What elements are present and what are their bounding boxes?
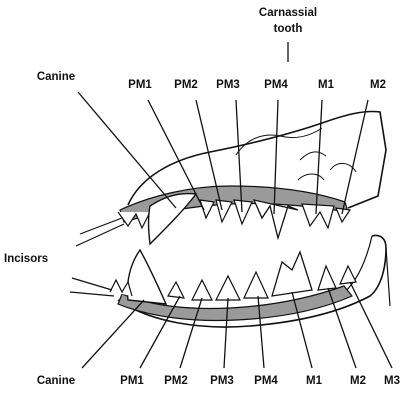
- upper-snout-lines: [76, 218, 124, 246]
- upper-pm1: [200, 200, 214, 218]
- label-incisors: Incisors: [4, 253, 48, 265]
- upper-m1: [302, 204, 334, 228]
- label-upper-m1: M1: [318, 79, 335, 91]
- leader-upper-canine: [78, 92, 176, 208]
- label-carnassial-line2: tooth: [274, 23, 303, 35]
- leader-upper-m2: [342, 100, 368, 214]
- label-upper-pm2: PM2: [174, 79, 198, 91]
- skull-ridge: [236, 128, 322, 155]
- lower-pm1: [168, 282, 184, 298]
- label-upper-pm4: PM4: [264, 79, 288, 91]
- label-lower-m1: M1: [306, 375, 323, 387]
- lower-m1: [272, 252, 312, 296]
- label-lower-pm1: PM1: [120, 375, 144, 387]
- label-lower-m2: M2: [350, 375, 366, 387]
- label-lower-pm2: PM2: [164, 375, 188, 387]
- label-lower-pm3: PM3: [210, 375, 234, 387]
- lower-jaw: [70, 236, 390, 327]
- label-lower-pm4: PM4: [254, 375, 278, 387]
- upper-pm3: [234, 200, 252, 224]
- lower-m3: [340, 266, 356, 284]
- label-upper-pm3: PM3: [216, 79, 240, 91]
- lower-pm3: [216, 276, 240, 300]
- label-upper-m2: M2: [370, 79, 386, 91]
- lower-canine: [128, 250, 167, 304]
- leader-lower-canine: [82, 300, 144, 368]
- label-lower-canine: Canine: [37, 375, 75, 387]
- lower-incisors: [110, 280, 132, 296]
- lower-snout-lines: [70, 278, 114, 296]
- label-upper-pm1: PM1: [128, 79, 152, 91]
- label-upper-canine: Canine: [37, 71, 75, 83]
- upper-pm2: [216, 200, 232, 222]
- label-lower-m3: M3: [384, 375, 400, 387]
- upper-jaw: [76, 111, 386, 246]
- lower-pm2: [192, 280, 212, 300]
- skull-detail: [298, 152, 356, 180]
- lower-m2: [318, 266, 336, 290]
- lower-pm4: [244, 272, 268, 298]
- label-carnassial-line1: Carnassial: [259, 7, 317, 19]
